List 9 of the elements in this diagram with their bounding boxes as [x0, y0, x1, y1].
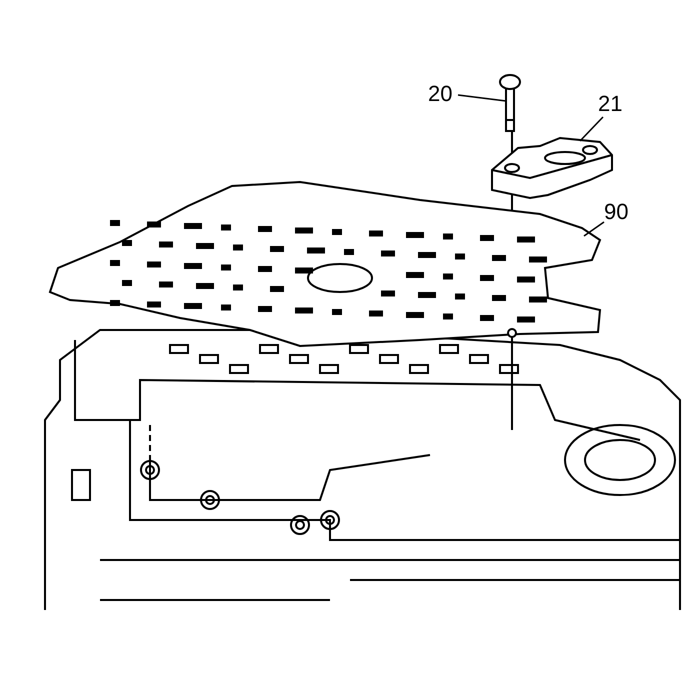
leader-line: [579, 116, 604, 142]
callout-number: 90: [604, 200, 628, 224]
leader-line: [458, 94, 506, 102]
leader-line: [584, 221, 604, 237]
callout-number: 20: [428, 82, 452, 106]
separator-plate-drawing: [48, 181, 602, 347]
bracket-drawing: [491, 136, 613, 200]
callout-number: 21: [598, 92, 622, 116]
bolt-drawing: [499, 74, 521, 132]
